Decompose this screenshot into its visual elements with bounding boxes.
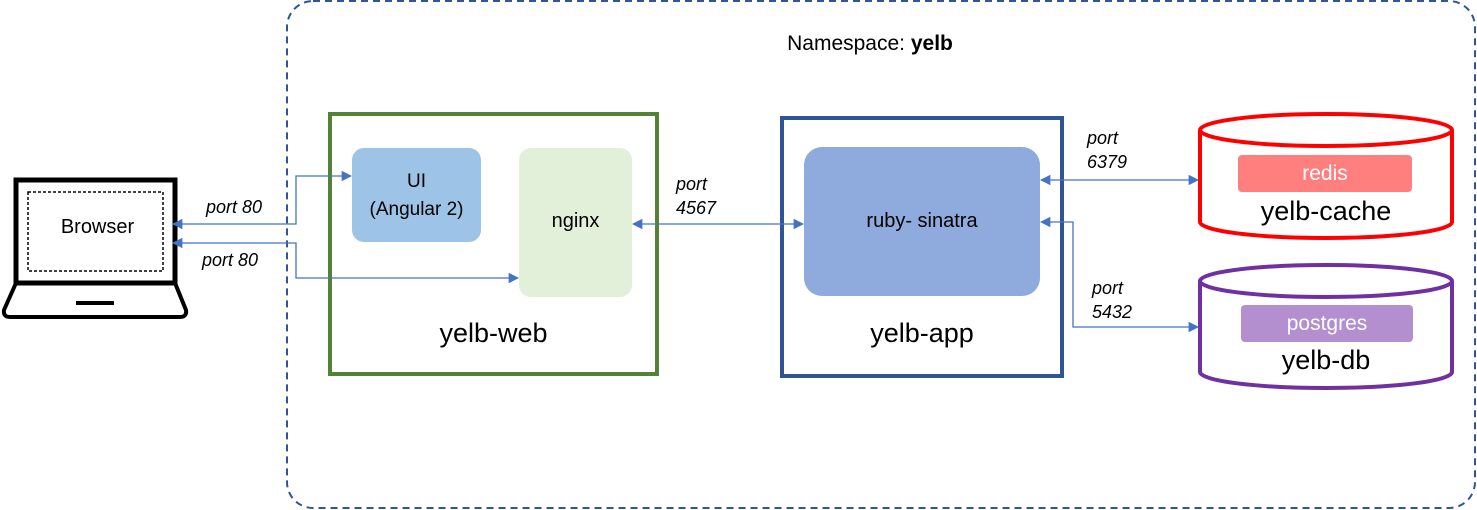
namespace-title: Namespace: yelb [700, 32, 1040, 56]
ui-component [352, 148, 481, 242]
connector-browser-ui [171, 170, 353, 230]
port-label-app-cache: port 6379 [1087, 126, 1127, 174]
port-label-app-cache-line1: port [1087, 128, 1119, 148]
port-label-nginx-app-line2: 4567 [676, 198, 717, 218]
port-label-nginx-app: port 4567 [676, 172, 716, 220]
ui-label-line2: (Angular 2) [369, 199, 464, 220]
port-label-app-db-line1: port [1092, 278, 1124, 298]
connector-browser-nginx [171, 237, 520, 284]
ruby-sinatra-component [804, 147, 1040, 296]
namespace-prefix: Namespace: [787, 32, 911, 55]
laptop-icon [1, 177, 189, 319]
port-label-browser-ui: port 80 [206, 197, 263, 217]
port-label-app-cache-line2: 6379 [1087, 152, 1128, 172]
redis-badge: redis [1238, 155, 1412, 192]
port-label-nginx-app-line1: port [676, 174, 708, 194]
port-label-app-db-line2: 5432 [1092, 302, 1133, 322]
port-label-app-db: port 5432 [1092, 276, 1132, 324]
connector-app-db [1039, 216, 1200, 333]
ruby-sinatra-label: ruby- sinatra [866, 210, 978, 232]
yelb-db-title: yelb-db [1281, 345, 1371, 375]
nginx-label: nginx [551, 210, 600, 232]
ui-label-line1: UI [407, 171, 426, 192]
yelb-app-title: yelb-app [870, 318, 974, 348]
yelb-web-title: yelb-web [439, 318, 548, 348]
namespace-name: yelb [910, 32, 953, 55]
nginx-component [519, 148, 632, 297]
browser-label: Browser [60, 216, 135, 238]
yelb-cache-title: yelb-cache [1260, 196, 1392, 226]
postgres-badge: postgres [1241, 305, 1413, 342]
ui-label: UI (Angular 2) [352, 168, 481, 224]
port-label-browser-nginx: port 80 [202, 250, 259, 270]
